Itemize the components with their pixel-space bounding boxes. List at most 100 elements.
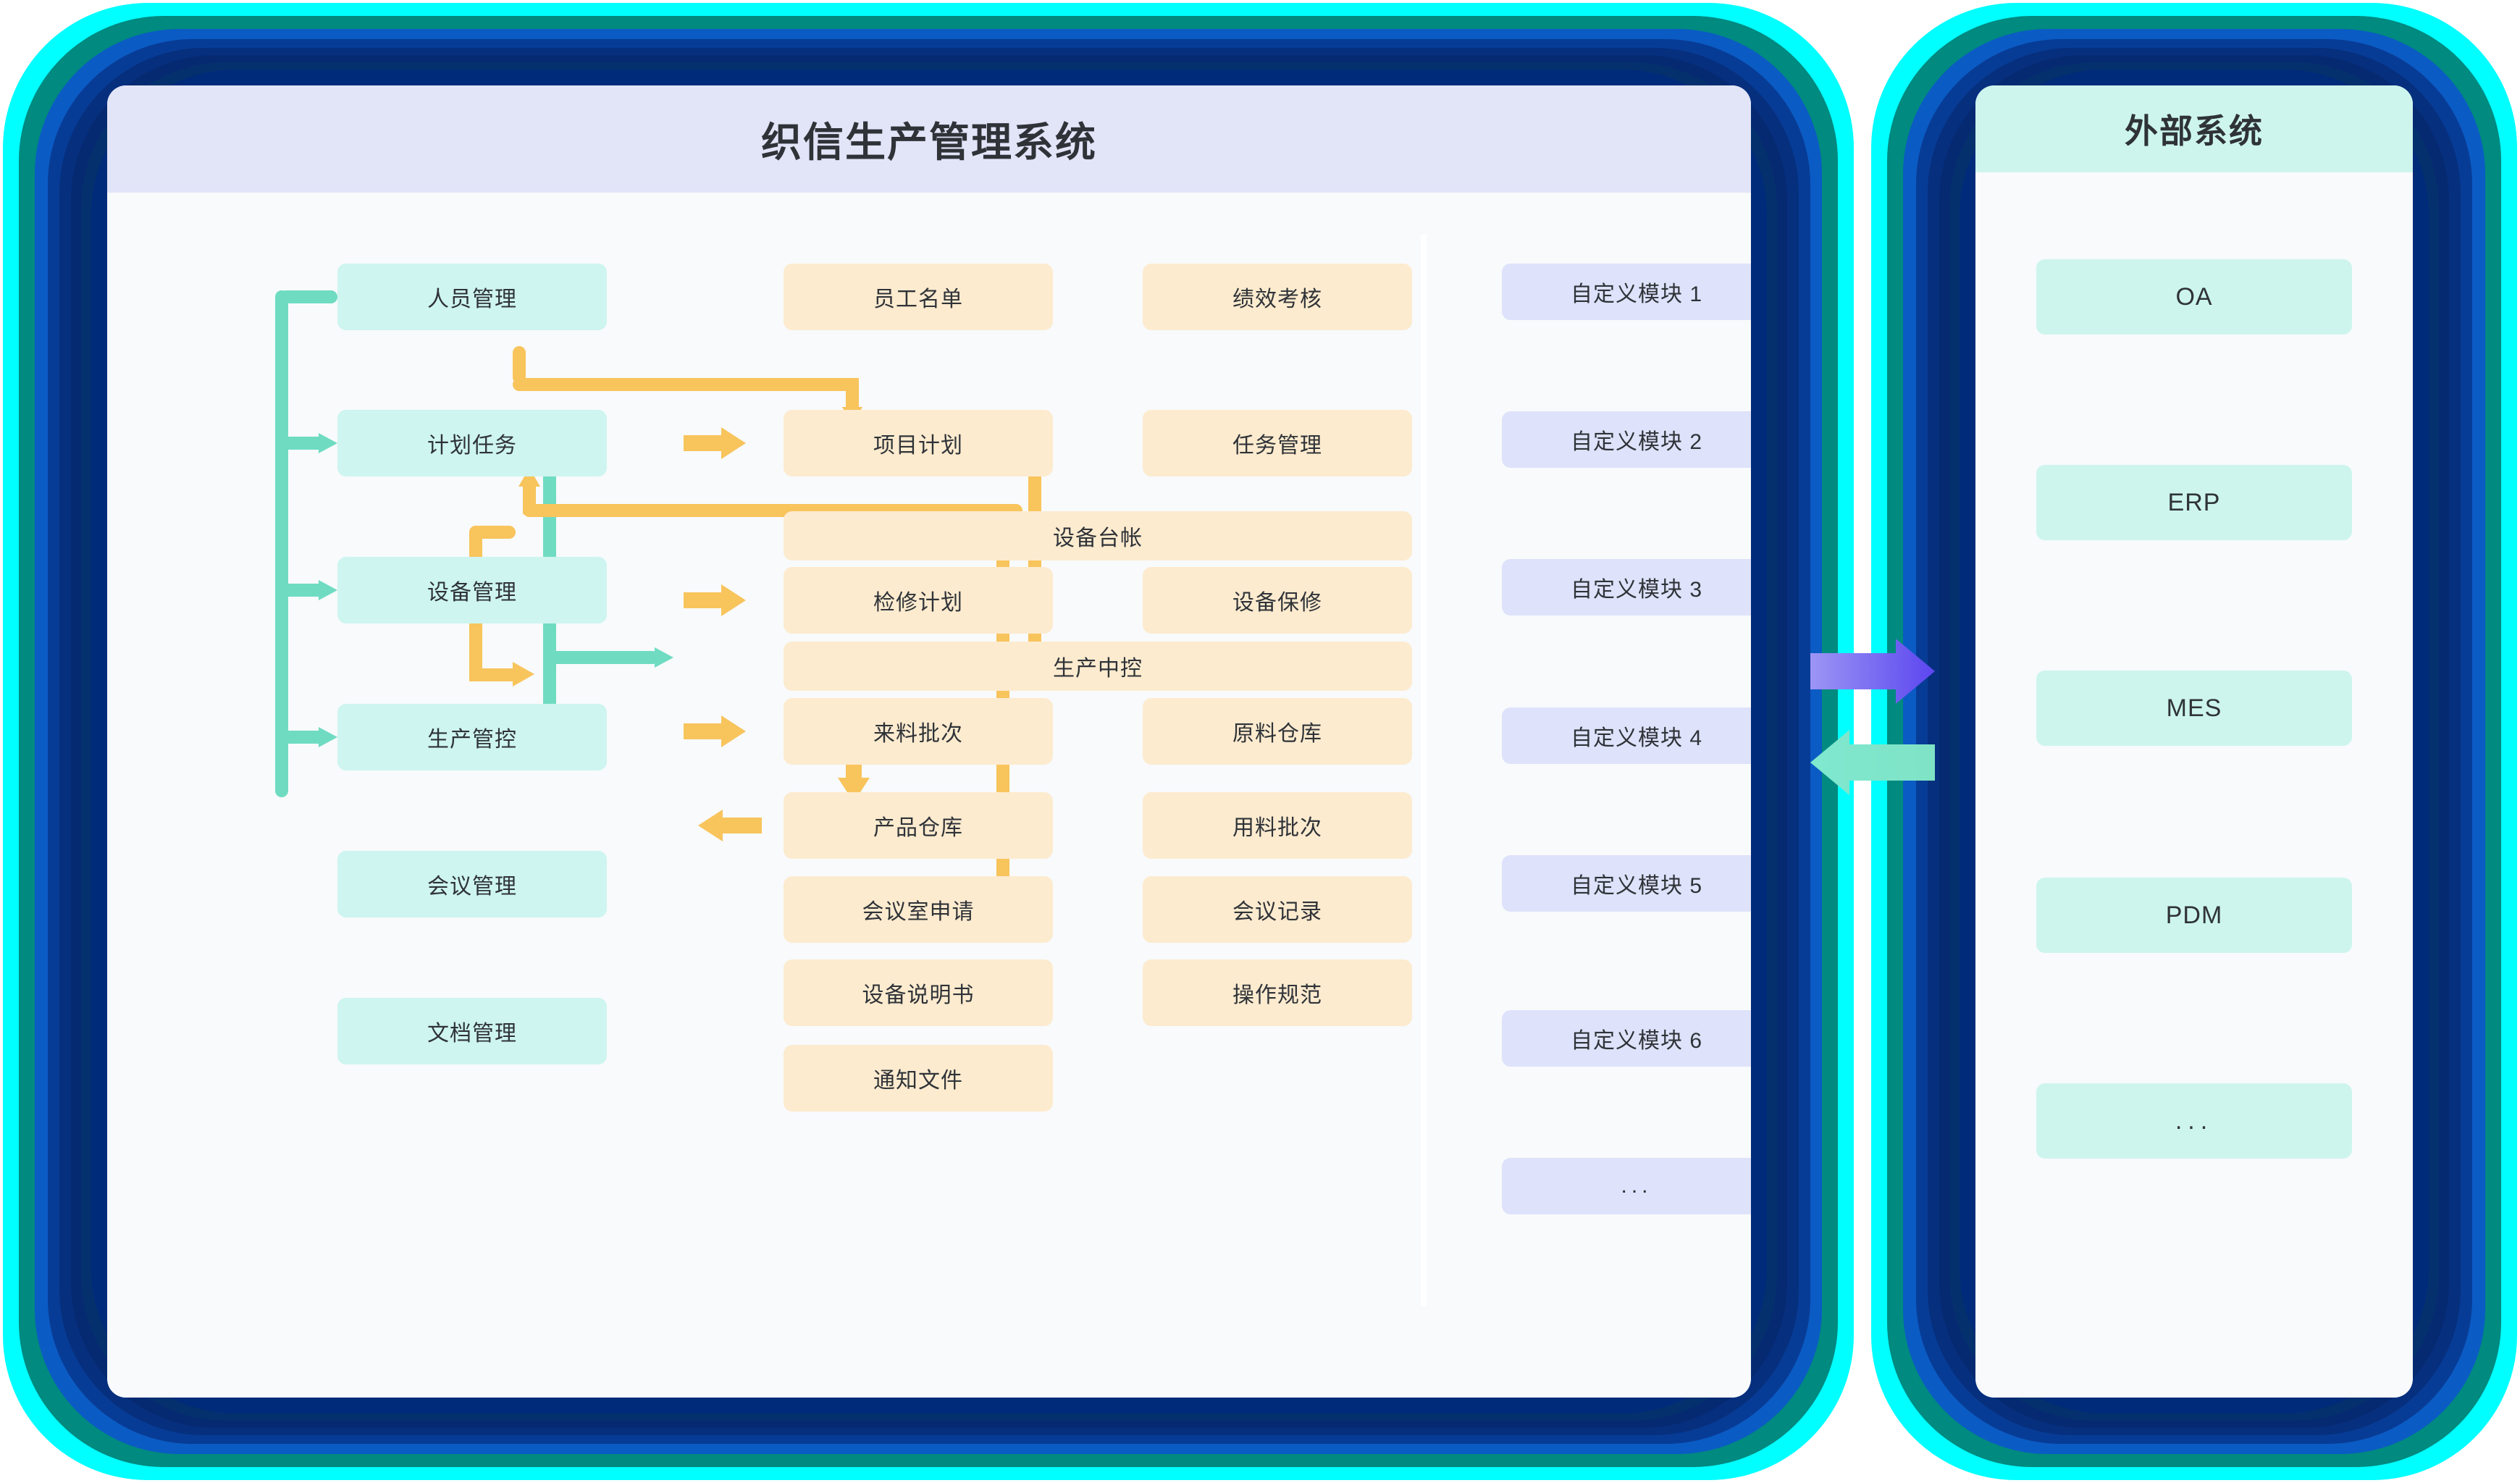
node-label: 原料仓库: [1232, 722, 1322, 746]
node-label: 设备管理: [427, 581, 517, 605]
orange-arrowhead-renwu: [721, 427, 746, 459]
orange-yongliao-left: [723, 818, 762, 833]
node-label: 会议管理: [427, 875, 517, 899]
node-external-pdm[interactable]: PDM: [2036, 878, 2352, 953]
node-label: 会议记录: [1232, 900, 1322, 924]
node-external-mes[interactable]: MES: [2036, 671, 2352, 746]
bridge-arrows: [1810, 639, 1935, 795]
external-panel-body: OA ERP MES PDM ...: [1975, 172, 2413, 1398]
green-spine-vertical: [275, 290, 288, 797]
arrow-left-from-external: [1810, 730, 1935, 795]
node-huiyishi-shenqing[interactable]: 会议室申请: [784, 876, 1053, 943]
node-jihua-renwu[interactable]: 计划任务: [337, 410, 607, 476]
node-jianxiu-jihua[interactable]: 检修计划: [784, 567, 1053, 634]
node-label: MES: [2166, 694, 2222, 722]
node-label: 来料批次: [873, 722, 963, 746]
node-yongliao-pici[interactable]: 用料批次: [1143, 792, 1412, 859]
orange-return-to-xiangmu-v: [523, 485, 536, 514]
node-external-oa[interactable]: OA: [2036, 259, 2352, 335]
node-label: 检修计划: [873, 591, 963, 615]
node-label: 设备保修: [1232, 591, 1322, 615]
node-custom-module-5[interactable]: 自定义模块 5: [1502, 855, 1751, 912]
green-arrowhead-huiyi: [319, 727, 337, 747]
node-shebei-guanli[interactable]: 设备管理: [337, 557, 607, 623]
node-external-erp[interactable]: ERP: [2036, 465, 2352, 540]
node-shebei-shuomingshu[interactable]: 设备说明书: [784, 959, 1053, 1026]
orange-yuangong-down2: [846, 378, 859, 410]
orange-taizhang-to-zhongkong: [469, 668, 516, 681]
node-label: 项目计划: [873, 434, 963, 458]
node-label: 员工名单: [873, 287, 963, 311]
node-label: 用料批次: [1232, 816, 1322, 840]
node-label: ERP: [2167, 488, 2221, 516]
orange-xiangmu-renwu-line: [684, 435, 723, 451]
node-caozuo-guifan[interactable]: 操作规范: [1143, 959, 1412, 1026]
node-custom-module-3[interactable]: 自定义模块 3: [1502, 559, 1751, 616]
node-label: 文档管理: [427, 1022, 517, 1046]
node-label: 自定义模块 2: [1570, 430, 1703, 454]
node-custom-module-1[interactable]: 自定义模块 1: [1502, 264, 1751, 320]
node-label: ...: [2175, 1106, 2214, 1135]
node-yuangong-mingdan[interactable]: 员工名单: [784, 264, 1053, 330]
green-feed-zhongkong: [543, 651, 659, 664]
green-arrowhead-zhongkong: [655, 647, 673, 668]
node-label: 设备台帐: [1053, 526, 1143, 550]
node-label: 自定义模块 4: [1570, 726, 1703, 750]
node-wendang-guanli[interactable]: 文档管理: [337, 998, 607, 1064]
main-panel-header: 织信生产管理系统: [107, 85, 1751, 193]
node-label: 自定义模块 3: [1570, 578, 1703, 602]
node-yuanliao-cangku[interactable]: 原料仓库: [1143, 698, 1412, 765]
orange-lailiao-line: [684, 723, 723, 739]
orange-arrowhead-zhongkong-left: [513, 662, 534, 686]
node-label: PDM: [2165, 901, 2223, 929]
node-shebei-baoxiu[interactable]: 设备保修: [1143, 567, 1412, 634]
node-label: 任务管理: [1232, 434, 1322, 458]
node-custom-module-4[interactable]: 自定义模块 4: [1502, 707, 1751, 764]
node-label: ...: [1621, 1174, 1652, 1198]
green-arrowhead-shengchan: [319, 580, 337, 600]
node-lailiao-pici[interactable]: 来料批次: [784, 698, 1053, 765]
node-label: 自定义模块 1: [1570, 282, 1703, 306]
orange-jianxiu-line: [684, 592, 723, 608]
main-system-panel: 织信生产管理系统: [107, 85, 1751, 1398]
green-line-to-shengchan: [280, 584, 320, 597]
arrow-right-to-external: [1810, 639, 1935, 704]
green-line-to-jihua: [280, 437, 320, 450]
node-label: 产品仓库: [873, 816, 963, 840]
orange-taizhang-left-h: [469, 526, 516, 539]
node-label: 会议室申请: [862, 900, 975, 924]
node-label: 操作规范: [1232, 983, 1322, 1007]
green-line-to-huiyi: [280, 731, 320, 744]
node-external-more[interactable]: ...: [2036, 1083, 2352, 1159]
node-shebei-taizhang[interactable]: 设备台帐: [784, 511, 1412, 560]
node-renyuan-guanli[interactable]: 人员管理: [337, 264, 607, 330]
node-label: 计划任务: [427, 434, 517, 458]
node-huiyi-jilu[interactable]: 会议记录: [1143, 876, 1412, 943]
main-panel-body: 人员管理 计划任务 设备管理 生产管控 会议管理 文档管理 员工名单 项目计: [107, 193, 1751, 1398]
node-jixiao-kaohe[interactable]: 绩效考核: [1143, 264, 1412, 330]
node-label: 自定义模块 6: [1570, 1029, 1703, 1053]
node-label: 设备说明书: [862, 983, 975, 1007]
orange-yuangong-down: [513, 346, 526, 384]
orange-arrowhead-chanpin: [698, 810, 723, 841]
node-custom-module-6[interactable]: 自定义模块 6: [1502, 1010, 1751, 1067]
node-label: 生产管控: [427, 728, 517, 752]
orange-arrowhead-baoxiu: [721, 584, 746, 616]
node-chanpin-cangku[interactable]: 产品仓库: [784, 792, 1053, 859]
node-huiyi-guanli[interactable]: 会议管理: [337, 851, 607, 917]
external-panel-title: 外部系统: [2125, 112, 2264, 150]
node-shengchan-guankong[interactable]: 生产管控: [337, 704, 607, 770]
node-tongzhi-wenjian[interactable]: 通知文件: [784, 1045, 1053, 1112]
node-label: OA: [2175, 282, 2213, 311]
orange-yuangong-right: [513, 378, 859, 391]
node-label: 绩效考核: [1232, 287, 1322, 311]
node-custom-module-2[interactable]: 自定义模块 2: [1502, 411, 1751, 468]
node-custom-module-more[interactable]: ...: [1502, 1158, 1751, 1214]
orange-arrowhead-yuanliao: [721, 715, 746, 747]
node-renwu-guanli[interactable]: 任务管理: [1143, 410, 1412, 476]
node-shengchan-zhongkong[interactable]: 生产中控: [784, 642, 1412, 691]
custom-column-divider: [1421, 235, 1427, 1306]
node-xiangmu-jihua[interactable]: 项目计划: [784, 410, 1053, 476]
external-panel-header: 外部系统: [1975, 85, 2413, 172]
